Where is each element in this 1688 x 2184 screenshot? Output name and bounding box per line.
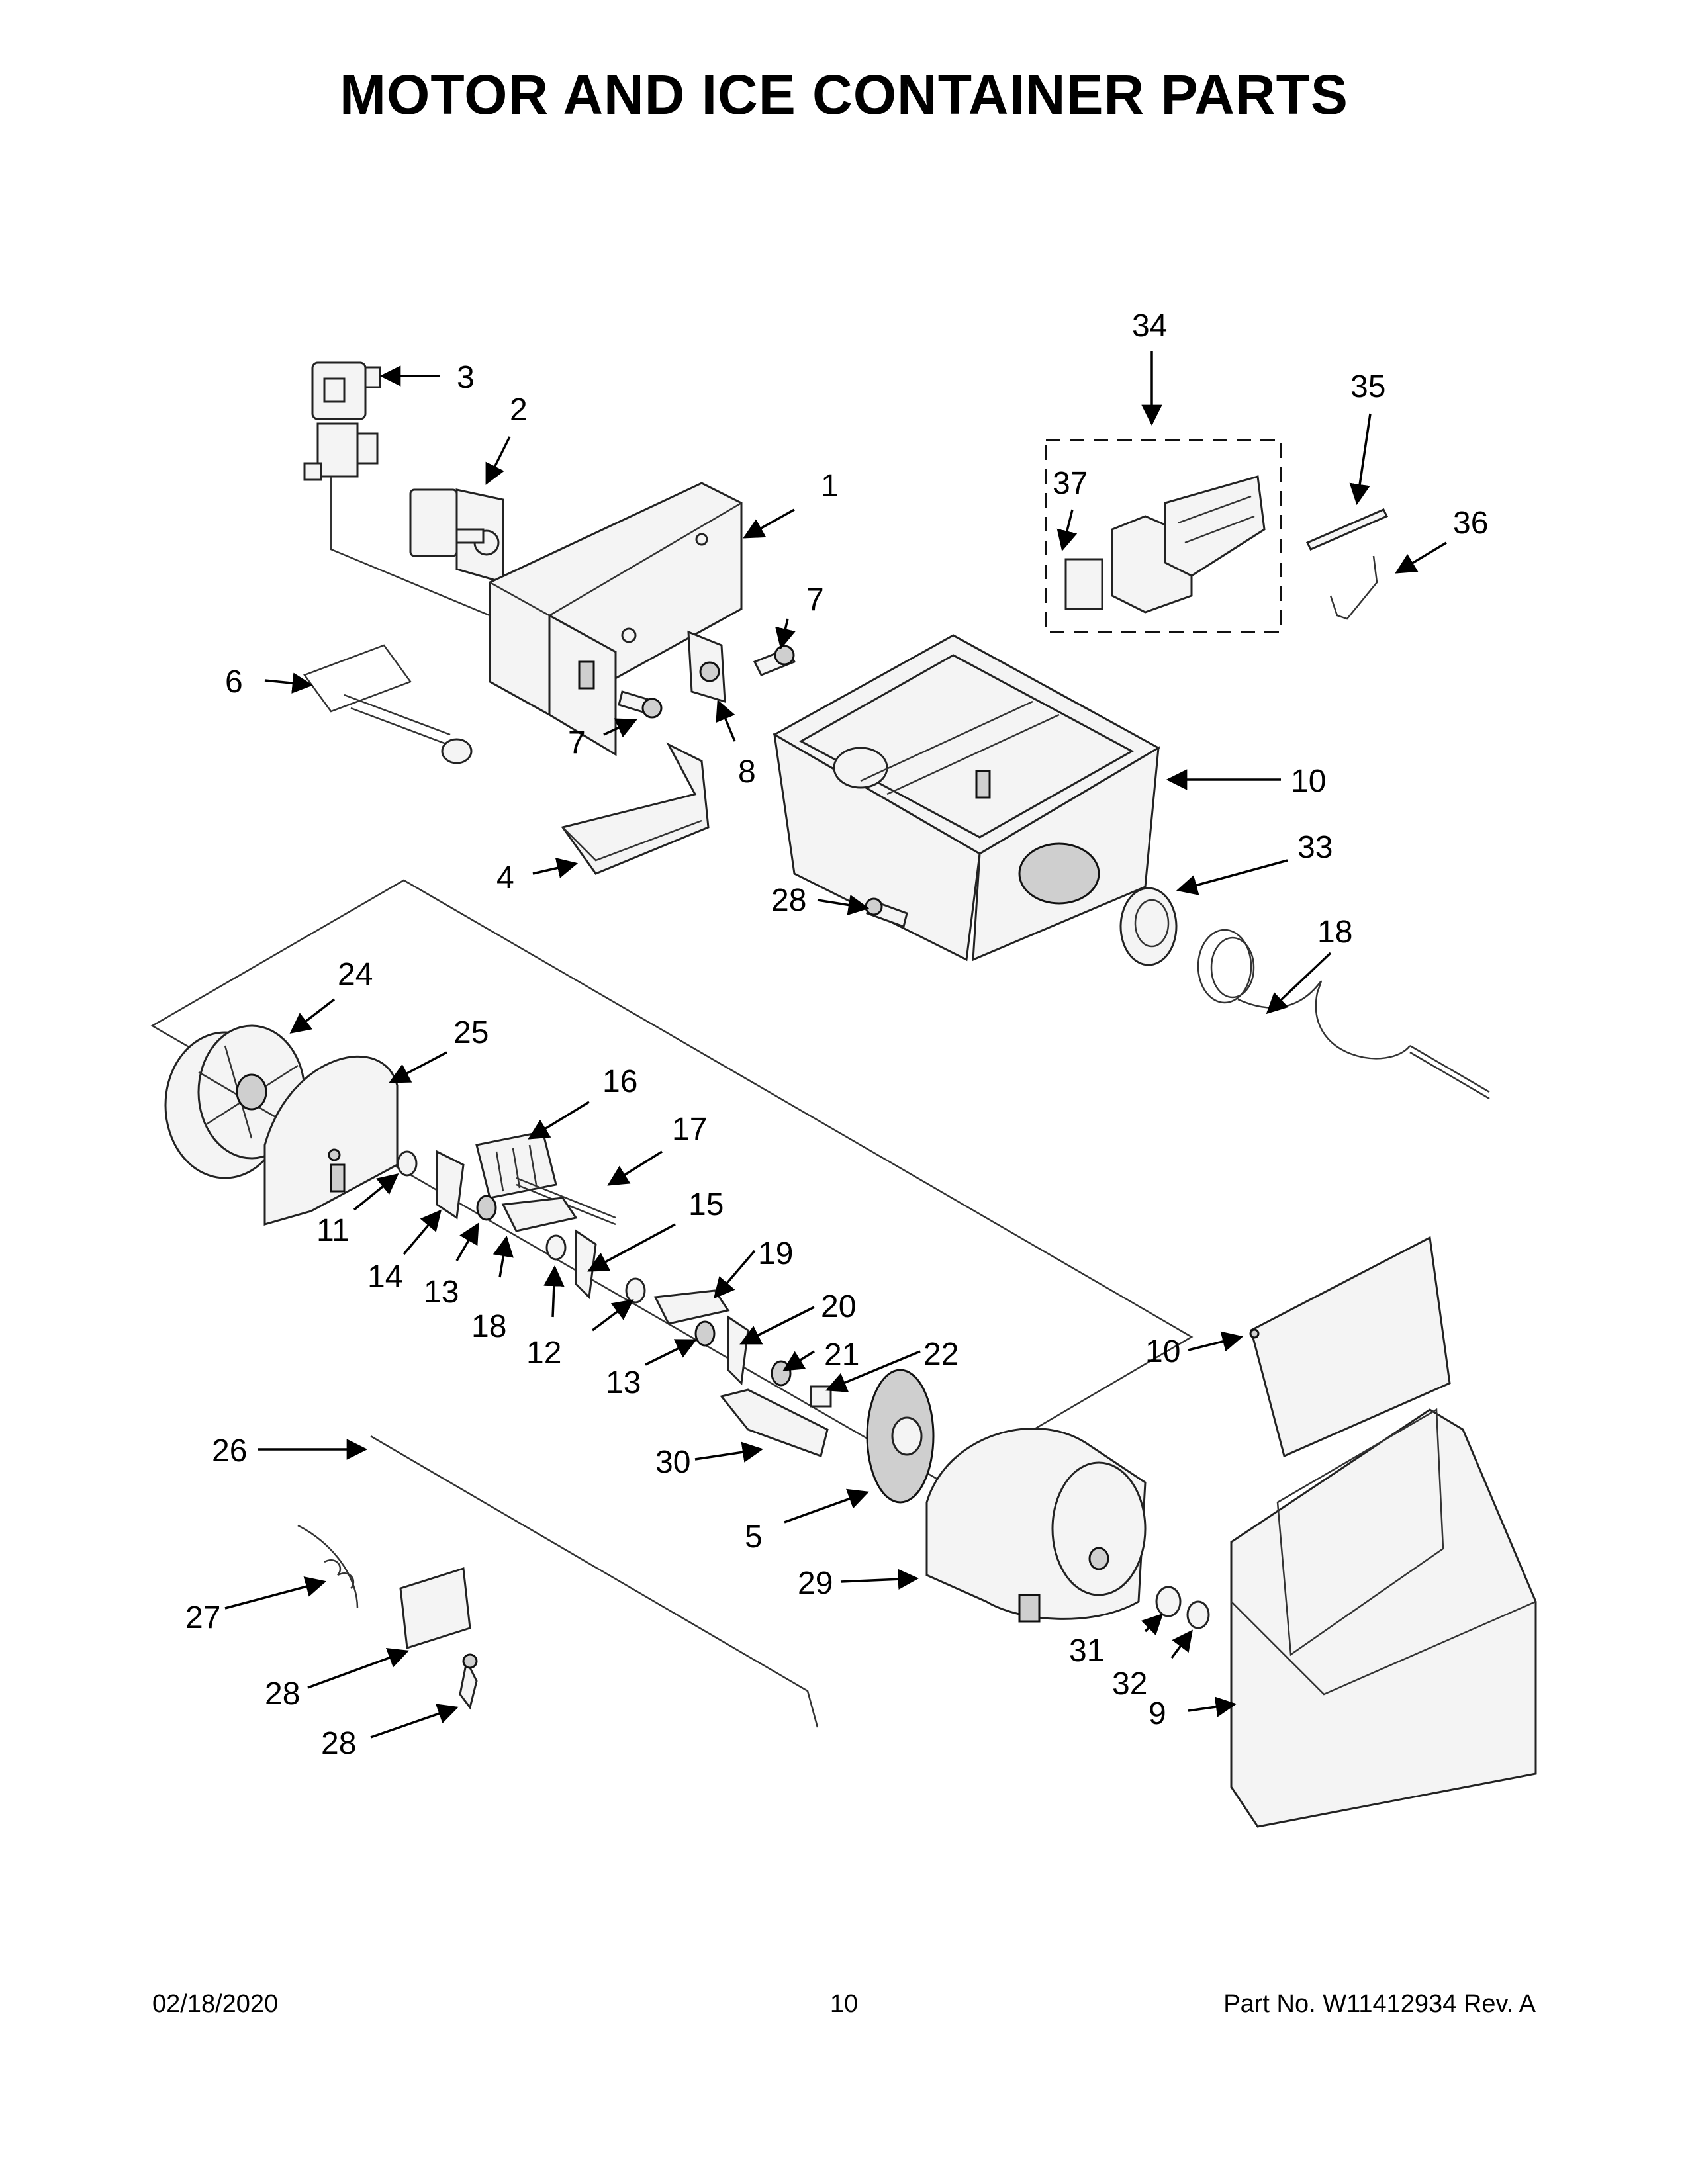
callout-23: 25: [453, 1015, 489, 1050]
assembly-outline: [150, 879, 1194, 1484]
callout-2: 2: [510, 392, 528, 428]
callout-17: 21: [824, 1338, 859, 1373]
screw-parts: [618, 645, 796, 719]
callout-18-left: 18: [471, 1309, 506, 1344]
callout-3: 3: [457, 360, 475, 395]
callout-6: 6: [225, 664, 243, 700]
motor-housing-part: [925, 1428, 1147, 1623]
auger-motor-part: [409, 488, 504, 584]
footer-part-number: Part No. W11412934 Rev. A: [1223, 1990, 1536, 2018]
callouts: 3 2 1 7 6 7 8 10 4 28 33 18 34 35 36 37: [185, 308, 1488, 1761]
callout-4: 4: [496, 860, 514, 895]
callout-34: 34: [1132, 308, 1167, 343]
callout-33: 33: [1297, 830, 1333, 865]
cap-part: [1119, 887, 1178, 966]
callout-29: 29: [798, 1566, 833, 1601]
page-title: MOTOR AND ICE CONTAINER PARTS: [340, 64, 1348, 126]
callout-7-lower: 7: [568, 725, 586, 760]
callout-18-right: 19: [758, 1236, 793, 1271]
ice-guide-part: [720, 1388, 829, 1457]
callout-24: 22: [923, 1337, 959, 1372]
ice-container-part: [772, 634, 1161, 962]
callout-11: 10: [1291, 764, 1326, 799]
footer-date: 02/18/2020: [152, 1990, 279, 2018]
callout-16: 20: [821, 1289, 856, 1324]
auger-spring-part: [1197, 929, 1490, 1100]
callout-22: 24: [338, 957, 373, 992]
ice-maker-part: [1064, 475, 1266, 614]
washer-part: [1155, 1586, 1182, 1617]
callout-13-left: 13: [424, 1275, 459, 1310]
heater-sensor-part: [303, 644, 473, 764]
callout-21: 18: [1317, 915, 1352, 950]
callout-28-lower: 28: [321, 1726, 356, 1761]
door-part: [1249, 1236, 1451, 1458]
callout-8: 8: [738, 754, 756, 790]
part-drawings: [150, 361, 1537, 1828]
callout-9: 9: [1149, 1696, 1166, 1731]
screw-28-lower-part: [459, 1658, 478, 1710]
callout-14: 14: [367, 1259, 402, 1295]
callout-37: 37: [1053, 466, 1088, 501]
callout-15: 15: [688, 1187, 724, 1222]
callout-32: 32: [1112, 1666, 1147, 1702]
callout-36: 36: [1453, 506, 1488, 541]
blade-part: [263, 1055, 399, 1226]
cover-part: [561, 742, 710, 875]
callout-5: 5: [745, 1520, 763, 1555]
callout-25: 26: [212, 1433, 247, 1469]
callout-10: 10: [1145, 1334, 1180, 1369]
callout-26: 27: [185, 1600, 220, 1635]
bracket-part: [687, 630, 726, 704]
callout-20: 17: [672, 1112, 707, 1147]
callout-30: 30: [655, 1445, 690, 1480]
callout-31: 31: [1069, 1633, 1104, 1668]
callout-19: 16: [602, 1064, 637, 1099]
callout-1: 1: [821, 469, 839, 504]
callout-7-upper: 7: [806, 582, 824, 617]
rod-part: [370, 1435, 819, 1728]
clip-part: [1186, 1600, 1210, 1629]
callout-12-mid: 12: [526, 1336, 561, 1371]
callout-13-right: 13: [606, 1365, 641, 1400]
callout-35: 35: [1350, 369, 1385, 404]
heater-35-part: [1305, 508, 1389, 551]
dispenser-housing-part: [1230, 1408, 1537, 1828]
footer-page-number: 10: [829, 1990, 859, 2018]
spring-part: [297, 1524, 359, 1609]
wire-arm-part: [1329, 555, 1378, 620]
callout-28-upper: 28: [771, 883, 806, 918]
clamp-part: [399, 1567, 471, 1649]
callout-27: 28: [265, 1676, 300, 1711]
callout-12-left: 11: [316, 1213, 350, 1248]
housing-part: [489, 482, 743, 756]
